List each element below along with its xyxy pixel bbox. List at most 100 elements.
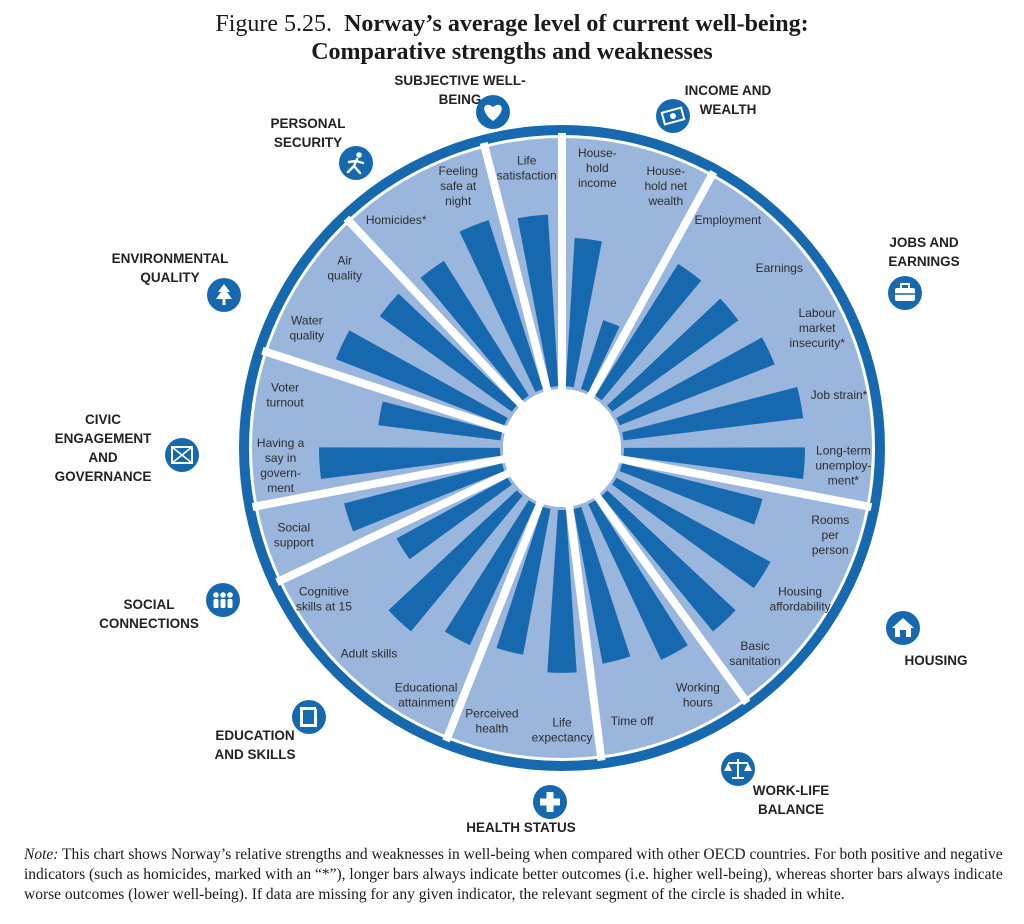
note-text: This chart shows Norway’s relative stren… xyxy=(24,846,1003,903)
indicator-label-employment: Employment xyxy=(694,213,761,227)
indicator-label-line: quality xyxy=(289,328,324,342)
indicator-label-line: hours xyxy=(683,696,713,710)
bar-earnings xyxy=(607,298,739,412)
indicator-label-adult-skills: Adult skills xyxy=(341,647,398,661)
bar-life-expectancy xyxy=(547,509,577,673)
dimension-separator xyxy=(479,141,552,392)
running-person-icon-glyph xyxy=(346,152,365,175)
dimension-label-line: PERSONAL xyxy=(270,116,345,131)
bar-homicides xyxy=(420,260,529,401)
bar-rooms-per-person xyxy=(619,463,763,525)
indicator-label-line: ment xyxy=(267,481,294,495)
indicator-label-line: unemploy- xyxy=(815,459,871,473)
bar-perceived-health xyxy=(496,506,551,655)
dimension-label-line: BEING xyxy=(439,92,482,107)
bar-household-net-wealth xyxy=(581,320,620,392)
dimension-subjective-well-being: SUBJECTIVE WELL- BEING xyxy=(394,73,526,129)
dimension-label-line: INCOME AND xyxy=(685,83,772,98)
bar-basic-sanitation xyxy=(601,490,736,632)
dimension-label-line: EDUCATION xyxy=(215,728,294,743)
indicator-label-line: Adult skills xyxy=(341,647,398,661)
bar-employment xyxy=(595,263,702,401)
dimension-housing: HOUSING xyxy=(886,611,968,668)
indicator-label-line: safe at xyxy=(440,179,477,193)
dimension-education-and-skills: EDUCATION AND SKILLS xyxy=(215,700,326,762)
indicator-label-line: insecurity* xyxy=(790,336,846,350)
bar-working-hours xyxy=(588,500,688,660)
dimension-separator xyxy=(619,455,873,511)
indicator-label-line: expectancy xyxy=(532,731,593,745)
ballot-box-icon-glyph xyxy=(171,446,193,464)
bar-water-quality xyxy=(335,330,508,426)
indicator-label-line: Housing xyxy=(778,585,822,599)
bar-air-quality xyxy=(379,293,517,412)
dimension-label-subjective-well-being: SUBJECTIVE WELL- BEING xyxy=(394,73,525,107)
indicator-label-line: Having a xyxy=(257,436,305,450)
indicator-label-line: Homicides* xyxy=(366,213,427,227)
briefcase-icon-glyph xyxy=(895,283,915,301)
bar-time-off xyxy=(573,506,631,664)
dimension-label-line: HOUSING xyxy=(904,653,967,668)
title-line-1: Figure 5.25. Norway’s average level of c… xyxy=(0,10,1024,38)
dimension-label-line: BALANCE xyxy=(758,802,824,817)
dimension-label-line: SECURITY xyxy=(274,135,342,150)
bar-educational-attainment xyxy=(444,500,536,646)
dimension-label-personal-security: PERSONAL SECURITY xyxy=(270,116,345,150)
bar-labour-market-insecurity xyxy=(616,337,775,426)
indicator-label-line: Voter xyxy=(271,381,299,395)
dimension-separator xyxy=(251,455,505,511)
indicator-label-line: Water xyxy=(291,313,323,327)
indicator-label-line: market xyxy=(799,321,836,335)
dimension-label-line: SOCIAL xyxy=(123,597,174,612)
bar-voter-turnout xyxy=(378,401,502,441)
tree-icon-glyph xyxy=(216,284,232,305)
bar-cognitive-skills-at-15 xyxy=(396,477,512,560)
indicator-label-line: Life xyxy=(552,716,572,730)
indicator-label-line: person xyxy=(812,543,849,557)
house-icon-glyph xyxy=(892,618,914,637)
indicator-label-line: Cognitive xyxy=(299,585,349,599)
segment-income-and-wealth xyxy=(562,138,712,397)
note-label: Note: xyxy=(24,846,59,863)
indicator-label-line: Long-term xyxy=(816,444,871,458)
bar-social-support xyxy=(344,463,505,532)
indicator-label-line: Educational xyxy=(395,681,458,695)
dimension-separator xyxy=(593,493,751,706)
title-main: Norway’s average level of current well-b… xyxy=(344,11,809,37)
bar-feeling-safe-at-night xyxy=(459,220,543,392)
indicator-label-line: Employment xyxy=(694,213,761,227)
indicator-label-homicides: Homicides* xyxy=(366,213,427,227)
dimension-label-line: AND SKILLS xyxy=(215,747,296,762)
bar-job-strain xyxy=(622,386,804,441)
indicator-label-line: satisfaction xyxy=(497,169,557,183)
dimension-label-line: AND xyxy=(88,450,117,465)
indicator-label-time-off: Time off xyxy=(611,714,654,728)
center-hole-group xyxy=(503,389,621,507)
indicator-label-line: attainment xyxy=(398,696,455,710)
indicator-label-line: Feeling xyxy=(439,164,478,178)
figure-number: Figure 5.25. xyxy=(215,11,333,37)
chart-note: Note: This chart shows Norway’s relative… xyxy=(24,845,1004,905)
indicator-label-line: affordability xyxy=(770,600,831,614)
indicator-label-line: govern- xyxy=(260,466,301,480)
bars-group xyxy=(318,214,806,673)
dimension-label-line: EARNINGS xyxy=(888,254,959,269)
dimension-label-line: SUBJECTIVE WELL- xyxy=(394,73,525,88)
bar-adult-skills xyxy=(388,490,523,632)
indicator-label-line: wealth xyxy=(647,194,683,208)
dimension-label-line: ENGAGEMENT xyxy=(55,431,153,446)
indicator-label-line: ment* xyxy=(828,474,860,488)
indicator-label-line: support xyxy=(274,536,315,550)
indicator-label-line: Social xyxy=(277,521,310,535)
